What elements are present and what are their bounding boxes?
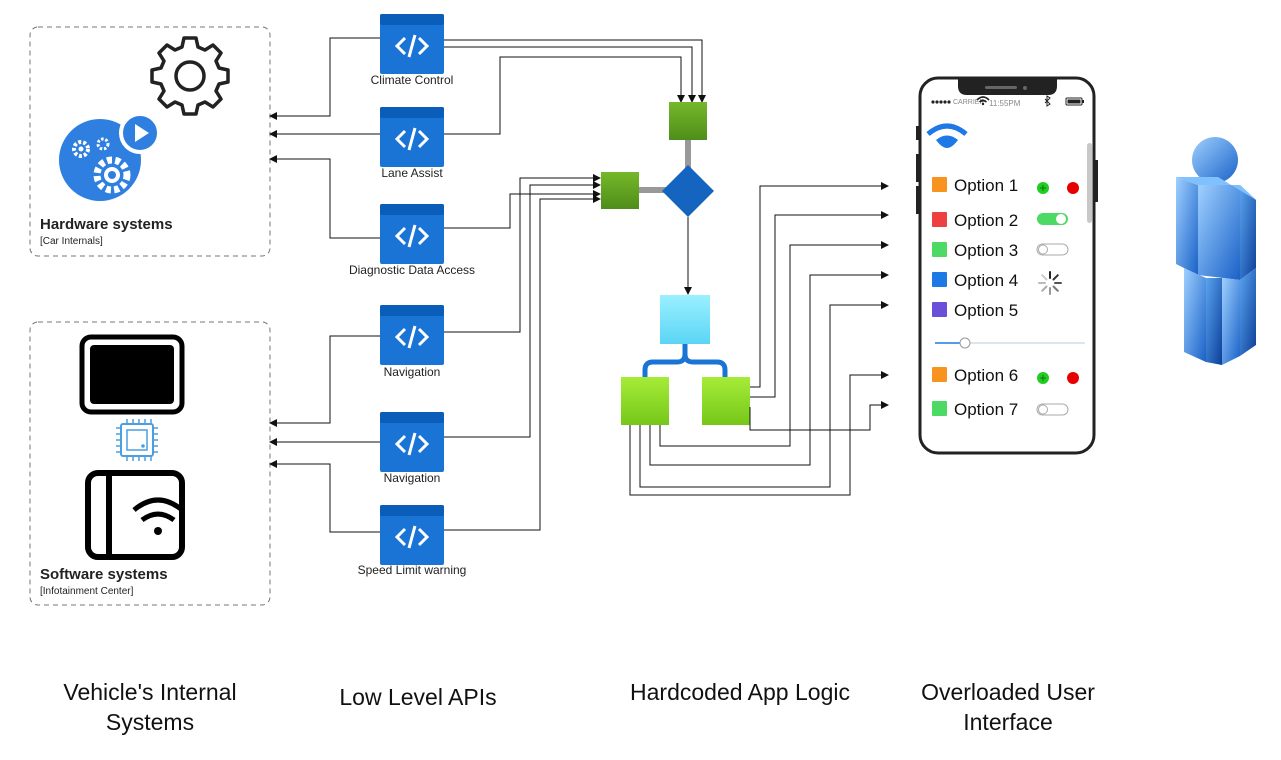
api-speed-limit-warning: Speed Limit warning [358,503,467,577]
option-row-2[interactable]: Option 2 [932,211,1068,230]
api-label: Climate Control [371,73,454,87]
api-icon [378,410,446,474]
api-icon [378,503,446,567]
option-row-4[interactable]: Option 4 [932,271,1062,295]
api-label: Navigation [384,471,441,485]
api-diagnostic-data-access: Diagnostic Data Access [349,202,475,277]
logic-tree-root [660,295,710,344]
toggle-off[interactable] [1036,243,1069,256]
connectors-to-ui [629,182,889,496]
toggle-off[interactable] [1036,403,1069,416]
api-label: Diagnostic Data Access [349,263,475,277]
option-color-swatch [932,367,947,382]
option-row-3[interactable]: Option 3 [932,241,1069,260]
red-button[interactable] [1067,182,1079,194]
logic-block-left [601,172,639,209]
hardware-systems-group: Hardware systems [Car Internals] [29,26,271,257]
red-button[interactable] [1067,372,1079,384]
wifi-status-icon [976,96,990,106]
api-label: Speed Limit warning [358,563,467,577]
gears-play-icon [59,112,161,201]
software-group-title: Software systems [40,566,168,583]
screen-icon [79,334,185,415]
user-figure-icon [1176,137,1256,365]
option-label: Option 6 [954,366,1018,385]
api-icon [378,202,446,266]
connectors-to-systems [269,37,380,533]
logic-tree-right [702,377,750,425]
option-color-swatch [932,212,947,227]
decision-diamond [662,165,714,217]
connectors-to-logic [444,39,706,531]
option-color-swatch [932,401,947,416]
slider[interactable] [935,337,1085,349]
option-label: Option 5 [954,301,1018,320]
logic-block-top [669,102,707,140]
api-navigation-1: Navigation [378,303,446,379]
caption-low-level-apis: Low Level APIs [339,684,497,710]
option-color-swatch [932,177,947,192]
option-row-1[interactable]: Option 1 [932,176,1079,195]
bluetooth-icon [1044,95,1051,107]
api-climate-control: Climate Control [371,12,454,87]
signal-icon [931,100,951,104]
api-icon [378,12,446,76]
loading-spinner-icon [1038,271,1062,295]
software-group-subtitle: [Infotainment Center] [40,586,134,597]
option-label: Option 3 [954,241,1018,260]
option-row-5[interactable]: Option 5 [932,301,1018,320]
api-label: Lane Assist [381,166,443,180]
option-label: Option 1 [954,176,1018,195]
gear-icon [150,36,230,116]
status-bar: CARRIER 11:55PM [931,95,1084,108]
battery-icon [1065,97,1084,106]
hardware-group-subtitle: [Car Internals] [40,236,103,247]
caption-app-logic: Hardcoded App Logic [630,679,850,705]
slider-thumb[interactable] [959,337,971,349]
option-label: Option 7 [954,400,1018,419]
hardware-group-title: Hardware systems [40,216,173,233]
carrier-label: CARRIER [953,99,985,106]
api-lane-assist: Lane Assist [378,105,446,180]
software-systems-group: Software systems [Infotainment Center] [29,321,271,606]
api-icon [378,303,446,367]
logic-tree-left [621,377,669,425]
option-color-swatch [932,302,947,317]
api-label: Navigation [384,365,441,379]
caption-vehicle-systems: Vehicle's Internal Systems [63,679,237,735]
phone-scrollbar[interactable] [1087,143,1092,223]
api-icon [378,105,446,169]
toggle-on[interactable] [1037,213,1068,225]
option-row-7[interactable]: Option 7 [932,400,1069,419]
option-row-6[interactable]: Option 6 [932,366,1079,385]
option-color-swatch [932,242,947,257]
app-logic [601,102,750,425]
chip-icon [116,419,158,461]
status-time: 11:55PM [989,99,1021,108]
option-color-swatch [932,272,947,287]
caption-user-interface: Overloaded User Interface [921,679,1095,735]
option-label: Option 2 [954,211,1018,230]
wifi-device-icon [85,470,185,560]
phone-mockup: CARRIER 11:55PM Option 1 [916,76,1098,455]
wifi-logo-icon [926,123,968,148]
api-navigation-2: Navigation [378,410,446,485]
option-label: Option 4 [954,271,1018,290]
